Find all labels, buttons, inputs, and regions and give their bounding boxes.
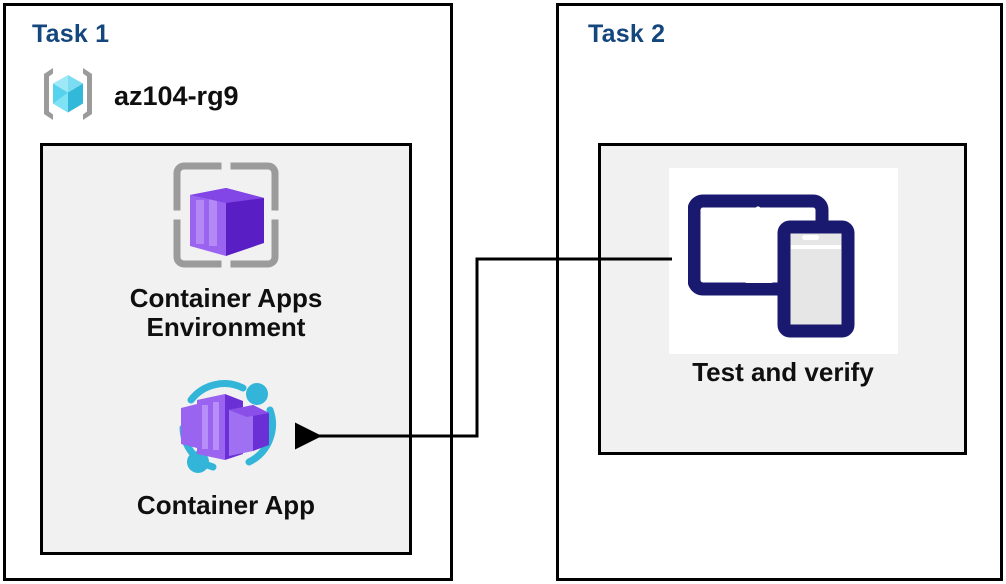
test-and-verify-label: Test and verify xyxy=(692,357,874,387)
container-apps-environment-icon xyxy=(166,155,286,280)
container-apps-environment-label: Container Apps Environment xyxy=(129,283,323,343)
resource-group-icon xyxy=(36,62,100,131)
container-app-label: Container App xyxy=(136,490,316,520)
node-container-app: Container App xyxy=(60,372,392,520)
resource-group-row: az104-rg9 xyxy=(36,62,239,131)
task-2-title: Task 2 xyxy=(588,20,666,48)
task-1-title: Task 1 xyxy=(32,20,110,48)
test-and-verify-icon-plate xyxy=(668,168,898,354)
node-container-apps-environment: Container Apps Environment xyxy=(60,155,392,342)
resource-group-name: az104-rg9 xyxy=(114,81,239,111)
node-test-and-verify: Test and verify xyxy=(640,168,926,387)
devices-tablet-phone-icon xyxy=(687,179,878,344)
container-app-icon xyxy=(167,372,285,487)
